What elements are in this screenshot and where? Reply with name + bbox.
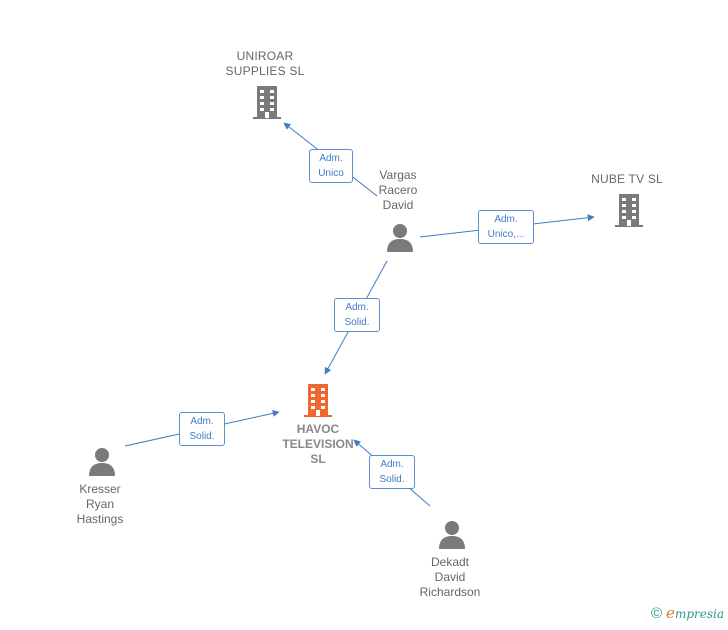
building-icon[interactable] — [301, 382, 335, 418]
person-icon[interactable] — [437, 519, 467, 549]
relation-line: Solid. — [189, 431, 215, 442]
node-label-line: UNIROAR — [236, 49, 294, 63]
node-label-line: Hastings — [76, 512, 124, 526]
node-label-vargas[interactable]: Vargas Racero David — [348, 168, 448, 213]
node-label-line: Dekadt — [430, 555, 470, 569]
relation-label-kresser-havoc[interactable]: Adm. Solid. — [179, 412, 225, 446]
node-label-havoc[interactable]: HAVOC TELEVISION SL — [268, 422, 368, 467]
relation-line: Solid. — [379, 474, 405, 485]
brand-logo-e: e — [666, 604, 675, 622]
relation-line: Adm. — [380, 459, 404, 470]
node-label-line: SUPPLIES SL — [225, 64, 305, 78]
relation-line: Adm. — [319, 153, 343, 164]
node-label-dekadt[interactable]: Dekadt David Richardson — [400, 555, 500, 600]
footer-brand: ©empresia — [651, 604, 724, 622]
node-label-nube[interactable]: NUBE TV SL — [577, 172, 677, 187]
node-label-line: David — [434, 570, 466, 584]
node-label-line: David — [382, 198, 414, 212]
relation-label-dekadt-havoc[interactable]: Adm. Solid. — [369, 455, 415, 489]
node-label-line: Richardson — [419, 585, 481, 599]
relation-label-vargas-nube[interactable]: Adm. Unico,... — [478, 210, 534, 244]
node-label-line: Ryan — [85, 497, 114, 511]
relation-line: Solid. — [344, 317, 370, 328]
node-label-line: Racero — [378, 183, 418, 197]
relation-label-vargas-havoc[interactable]: Adm. Solid. — [334, 298, 380, 332]
building-icon[interactable] — [612, 192, 646, 228]
node-label-line: Vargas — [379, 168, 417, 182]
node-label-line: TELEVISION — [282, 437, 354, 451]
node-label-line: HAVOC — [296, 422, 340, 436]
relation-line: Adm. — [494, 214, 518, 225]
relation-label-vargas-uniroar[interactable]: Adm. Unico — [309, 149, 353, 183]
relation-line: Adm. — [190, 416, 214, 427]
person-icon[interactable] — [385, 222, 415, 252]
building-icon[interactable] — [250, 84, 284, 120]
relation-line: Unico,... — [487, 229, 525, 240]
copyright-symbol: © — [650, 605, 663, 622]
node-label-kresser[interactable]: Kresser Ryan Hastings — [50, 482, 150, 527]
relation-line: Adm. — [345, 302, 369, 313]
person-icon[interactable] — [87, 446, 117, 476]
node-label-line: NUBE TV SL — [591, 172, 663, 186]
relation-line: Unico — [318, 168, 344, 179]
node-label-line: SL — [310, 452, 326, 466]
node-label-line: Kresser — [79, 482, 121, 496]
node-label-uniroar[interactable]: UNIROAR SUPPLIES SL — [215, 49, 315, 79]
brand-logo-text: mpresia — [674, 607, 724, 621]
